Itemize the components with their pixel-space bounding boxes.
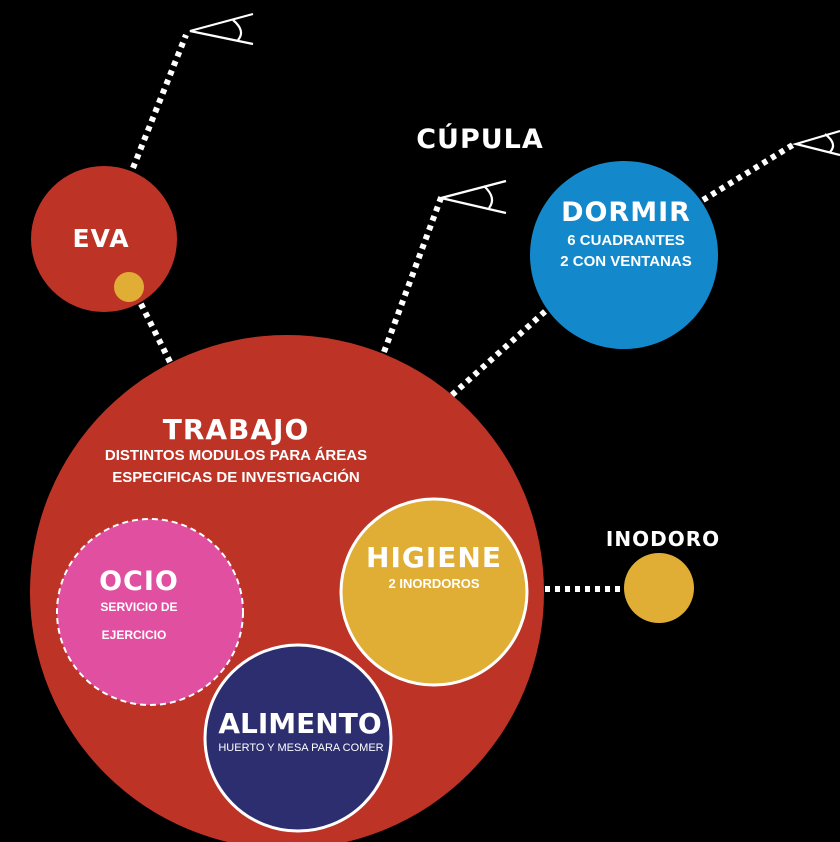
dormir-circle xyxy=(530,161,718,349)
ocio-circle xyxy=(56,518,244,706)
connector-trabajo-dormir xyxy=(449,304,553,398)
eye-icon xyxy=(791,129,840,157)
eye-icon xyxy=(440,179,507,215)
ocio-line2: EJERCICIO xyxy=(101,628,167,642)
alimento-sub: HUERTO Y MESA PARA COMER xyxy=(218,742,384,754)
alimento-circle xyxy=(203,643,393,833)
connector-trabajo-eye xyxy=(381,193,445,354)
inodoro-label: INODORO xyxy=(605,527,721,551)
alimento-label: ALIMENTO xyxy=(218,707,382,740)
dormir-label: DORMIR xyxy=(561,197,691,228)
dormir-line2: 2 CON VENTANAS xyxy=(560,253,692,270)
connector-trabajo-eva xyxy=(132,290,173,364)
higiene-label: HIGIENE xyxy=(366,541,502,574)
ocio-label: OCIO xyxy=(99,566,179,597)
eva-circle xyxy=(31,166,177,312)
dormir-line1: 6 CUADRANTES xyxy=(567,232,685,249)
eye-icon xyxy=(189,12,254,46)
higiene-sub: 2 INORDOROS xyxy=(388,576,480,591)
trabajo-line1: DISTINTOS MODULOS PARA ÁREAS xyxy=(104,447,368,464)
cupula-label: CÚPULA xyxy=(416,124,544,155)
inodoro-circle xyxy=(624,553,694,623)
connector-eva-eye xyxy=(130,33,189,170)
ocio-line1: SERVICIO DE xyxy=(100,600,178,614)
higiene-circle xyxy=(339,497,529,687)
eva-small-circle xyxy=(114,272,144,302)
trabajo-line2: ESPECIFICAS DE INVESTIGACIÓN xyxy=(112,469,360,486)
trabajo-circle xyxy=(30,335,544,842)
eva-label: EVA xyxy=(72,224,130,253)
connector-dormir-eye xyxy=(701,140,798,203)
trabajo-label: TRABAJO xyxy=(162,413,310,446)
